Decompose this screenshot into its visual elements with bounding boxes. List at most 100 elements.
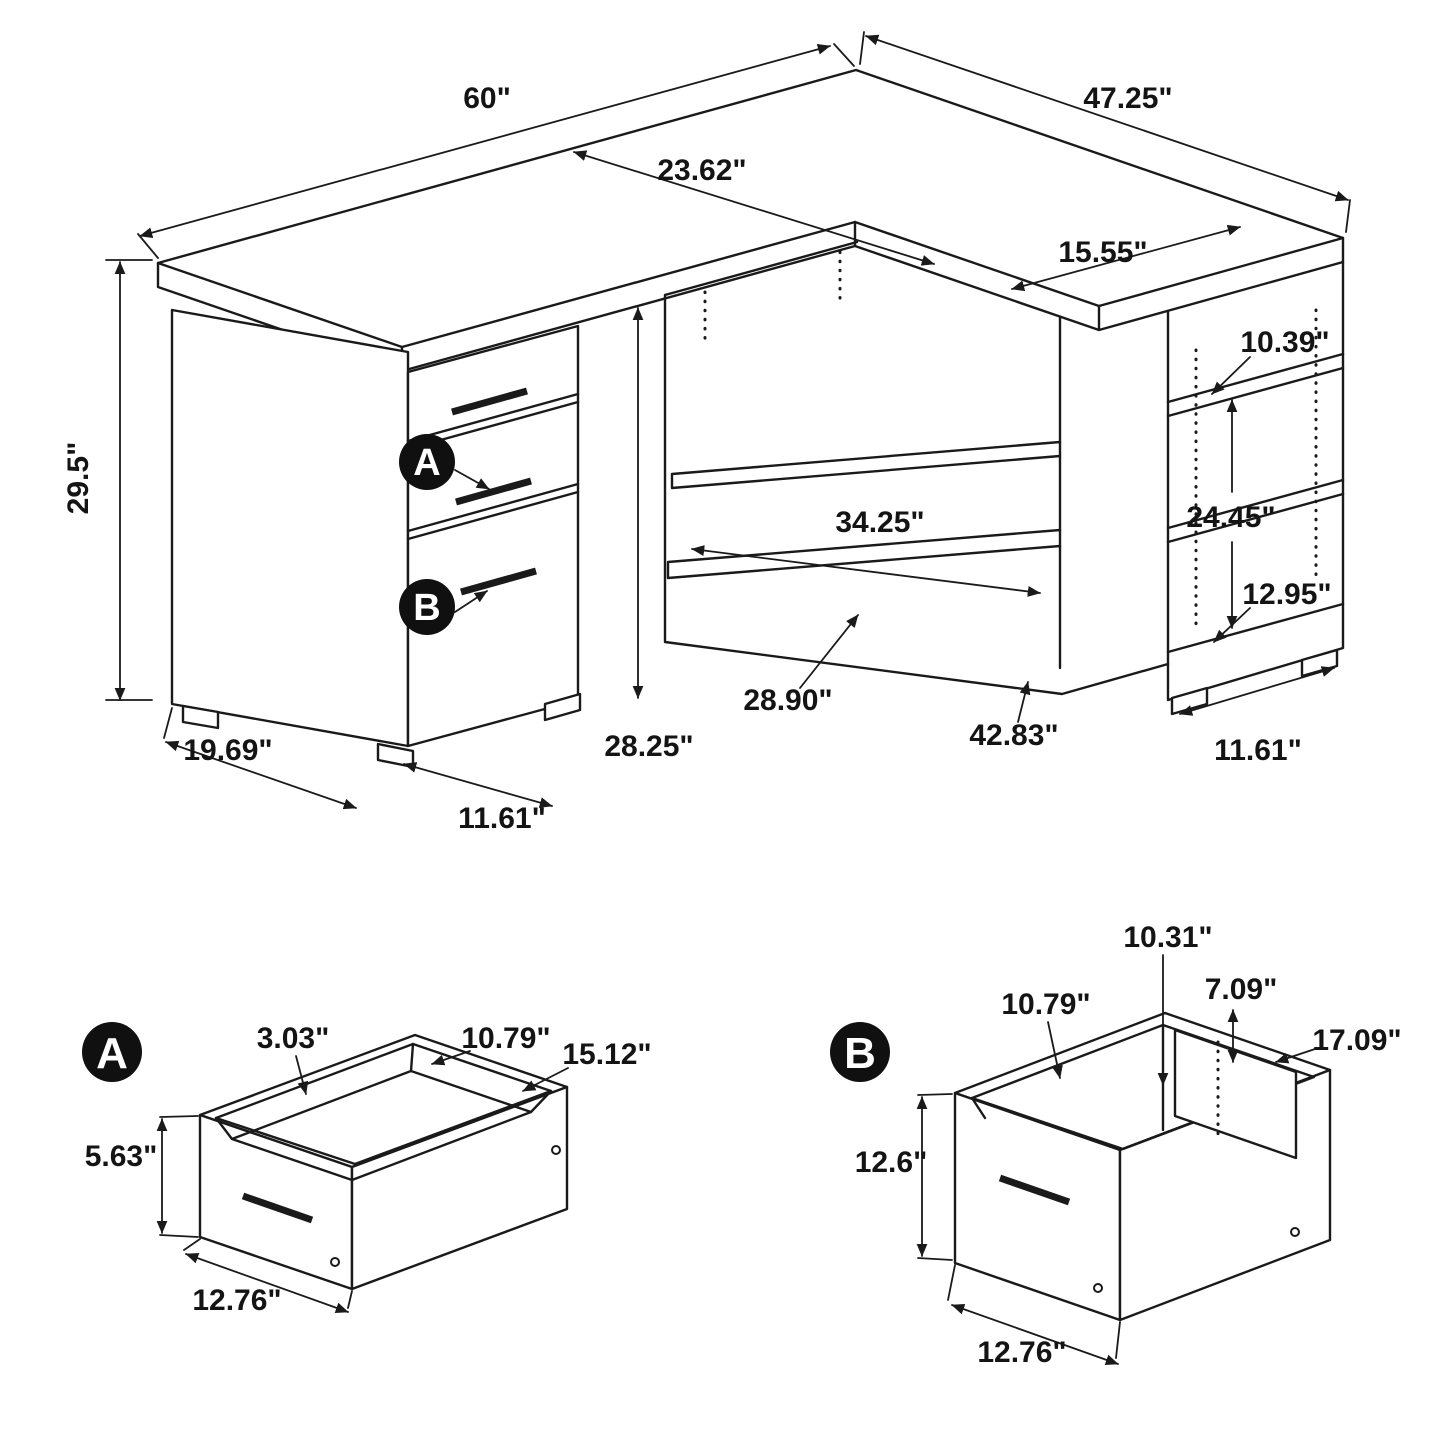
dim-a-side-rail-height: 3.03" — [257, 1022, 329, 1095]
marker-b-circle — [399, 579, 455, 635]
drawer-divider-lines — [406, 392, 580, 541]
dim-cubby-top-width-line — [1011, 224, 1241, 292]
dim-b-back-rail-height: 7.09" — [1205, 973, 1278, 1063]
cubby-shelves — [1166, 352, 1345, 654]
drawer-a-side — [350, 1085, 569, 1291]
dim-cubby-shelf-gap-bottom-leader — [1213, 607, 1251, 643]
dim-b-interior-width-leader — [1047, 1021, 1063, 1079]
dim-pedestal-base-width: 11.61" — [403, 762, 553, 835]
dim-a-interior-width-label: 10.79" — [461, 1022, 550, 1055]
dim-pedestal-base-width-label: 11.61" — [458, 802, 546, 835]
dim-b-front-width-label: 12.76" — [977, 1336, 1066, 1369]
desk-top — [156, 68, 1345, 373]
dim-cubby-base-depth-line — [1179, 666, 1335, 716]
drawer-b-side-hole — [1290, 1227, 1300, 1237]
dim-b-interior-depth: 10.31" — [1123, 921, 1213, 1086]
dim-cubby-shelf-gap-bottom-label: 12.95" — [1242, 578, 1331, 611]
pedestal: A B — [170, 308, 582, 769]
dim-return-length-label: 47.25" — [1083, 82, 1172, 115]
dim-pedestal-base-depth-label: 19.69" — [183, 734, 272, 767]
dim-a-side-rail-leader — [295, 1055, 309, 1095]
dim-b-interior-width: 10.79" — [1001, 988, 1091, 1079]
dim-kneehole-diagonal-label: 28.90" — [743, 684, 832, 717]
shelf-unit-outline — [663, 240, 1170, 696]
dim-kneehole-diagonal-leader — [799, 614, 859, 689]
shelf-unit — [663, 240, 1170, 696]
dim-a-interior-depth-label: 15.12" — [562, 1038, 651, 1071]
marker-a-badge: A — [399, 434, 490, 490]
dim-b-interior-length-label: 17.09" — [1312, 1024, 1401, 1057]
dim-b-front-height-ext — [917, 1093, 953, 1261]
dim-cubby-shelf-gap-top: 10.39" — [1211, 326, 1330, 395]
dim-b-interior-length: 17.09" — [1275, 1024, 1402, 1064]
dim-overall-height-ext — [105, 259, 153, 701]
pedestal-front-panel — [406, 324, 580, 748]
drawer-a-badge-circle — [82, 1022, 142, 1082]
dim-cubby-base-depth-label: 11.61" — [1214, 734, 1302, 767]
drawer-a-detail: A 3.03" 10.79" 15.12" — [82, 1022, 652, 1317]
drawer-b-handle — [998, 1174, 1071, 1206]
drawer-b-box — [953, 1011, 1332, 1322]
marker-b-badge: B — [399, 579, 488, 635]
dim-base-length-label: 42.83" — [969, 719, 1058, 752]
dim-b-front-width: 12.76" — [947, 1264, 1121, 1369]
dim-pedestal-base-depth-line — [165, 740, 357, 810]
dims-drawer-a: 3.03" 10.79" 15.12" 5.63" 12.76" — [85, 1022, 652, 1317]
drawer-b-badge-circle — [830, 1022, 890, 1082]
drawer-b-detail: B 10.31" 10.79" 7.09" — [830, 921, 1402, 1369]
dim-a-interior-width: 10.79" — [431, 1022, 551, 1066]
dim-shelf-interior-width-label: 34.25" — [835, 506, 924, 539]
dim-a-interior-depth: 15.12" — [522, 1038, 652, 1092]
drawer-b-front-hole — [1093, 1283, 1103, 1293]
dim-cubby-top-width-label: 15.55" — [1058, 236, 1147, 269]
dim-a-front-height-label: 5.63" — [85, 1140, 158, 1173]
dim-cubby-shelf-height: 24.45" — [1186, 399, 1276, 629]
dim-cubby-shelf-gap-top-label: 10.39" — [1240, 326, 1329, 359]
marker-b-leader — [454, 590, 488, 613]
dim-a-front-width-line — [185, 1252, 349, 1314]
drawer-handle-middle — [455, 477, 532, 506]
dim-pedestal-base-depth-ext — [163, 707, 173, 739]
dim-cubby-shelf-height-label: 24.45" — [1186, 501, 1275, 534]
drawer-a-handle — [241, 1192, 314, 1224]
dim-desk-depth-label: 23.62" — [657, 154, 746, 187]
desk-isometric: A B 60" — [62, 31, 1351, 835]
dim-return-length-line — [865, 34, 1349, 202]
drawer-b-back-rail — [1173, 1028, 1298, 1160]
dim-b-interior-width-label: 10.79" — [1001, 988, 1090, 1021]
dim-top-length-line — [139, 43, 831, 239]
dim-kneehole-height: 28.25" — [604, 307, 694, 763]
dim-cubby-base-depth: 11.61" — [1179, 666, 1335, 767]
marker-a-letter: A — [413, 442, 440, 484]
drawer-a-badge-letter: A — [96, 1029, 128, 1078]
dim-top-length: 60" — [137, 43, 855, 259]
dim-base-length: 42.83" — [969, 681, 1059, 752]
dim-b-front-width-line — [951, 1303, 1119, 1366]
dim-return-length: 47.25" — [859, 31, 1351, 233]
dim-b-back-rail-label: 7.09" — [1205, 973, 1278, 1006]
dim-shelf-interior-width-line — [691, 545, 1041, 597]
dim-a-front-width: 12.76" — [183, 1238, 353, 1317]
dim-shelf-interior-width: 34.25" — [691, 506, 1041, 597]
drawer-handle-top — [451, 387, 528, 416]
drawer-a-side-hole — [551, 1145, 561, 1155]
dim-desk-depth-line — [573, 150, 935, 266]
drawer-b-badge-letter: B — [844, 1029, 876, 1078]
dims-drawer-b: 10.31" 10.79" 7.09" 17.09" 12.6" — [855, 921, 1402, 1369]
dim-overall-height-label: 29.5" — [62, 442, 95, 515]
dim-b-interior-depth-label: 10.31" — [1123, 921, 1212, 954]
cubby-feet — [1170, 648, 1339, 716]
dim-pedestal-base-width-line — [403, 762, 553, 808]
drawer-handle-file — [460, 567, 537, 596]
dim-a-interior-depth-leader — [522, 1067, 569, 1092]
dims-main: 60" 47.25" 23.62" 15.55" 10.39" — [62, 31, 1351, 835]
dim-overall-height: 29.5" — [62, 259, 153, 701]
drawer-b-inner-rim — [970, 1023, 1316, 1151]
dim-b-interior-length-leader — [1275, 1047, 1319, 1064]
dim-cubby-shelf-gap-top-leader — [1211, 356, 1251, 395]
dim-cubby-top-width: 15.55" — [1011, 224, 1241, 292]
pedestal-side-panel — [170, 308, 410, 748]
marker-a-circle — [399, 434, 455, 490]
dim-pedestal-base-depth: 19.69" — [163, 707, 357, 810]
